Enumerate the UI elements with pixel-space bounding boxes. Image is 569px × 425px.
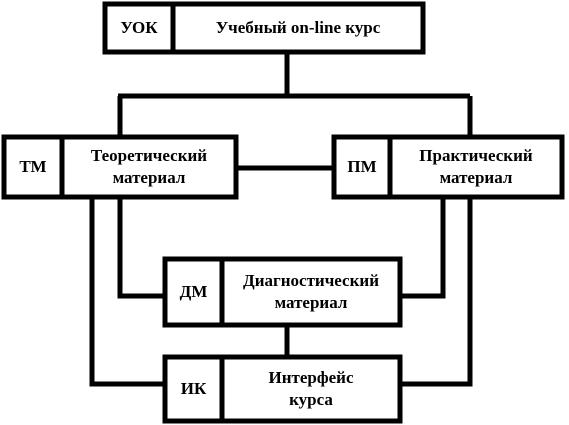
node-ik: ИК Интерфейс курса (162, 354, 403, 424)
node-uok-frame (102, 1, 426, 55)
node-tm-label-line: Теоретический (91, 146, 207, 165)
node-dm-abbr: ДМ (180, 282, 208, 301)
edge-tm-dm (117, 197, 165, 299)
edge-pm-dm (400, 197, 446, 299)
node-tm-abbr: ТМ (19, 157, 46, 176)
node-tm-frame (1, 134, 239, 200)
edge-uok-tm-pm (117, 52, 473, 137)
node-ik-abbr: ИК (181, 379, 207, 398)
node-dm: ДМ Диагностический материал (162, 256, 403, 328)
node-uok-label-line: Учебный on-line курс (216, 18, 381, 37)
node-uok: УОК Учебный on-line курс (102, 1, 426, 55)
node-pm: ПМ Практический материал (331, 134, 565, 200)
node-ik-label-line: курса (289, 390, 333, 409)
node-pm-label-line: Практический (419, 146, 533, 165)
node-dm-frame (162, 256, 403, 328)
node-dm-label-line: материал (275, 293, 348, 312)
node-pm-label-line: материал (440, 168, 513, 187)
node-pm-abbr: ПМ (347, 157, 376, 176)
edge-pm-ik (400, 197, 473, 387)
node-ik-label-line: Интерфейс (268, 368, 353, 387)
edge-tm-ik (89, 197, 165, 387)
node-tm-label-line: материал (113, 168, 186, 187)
node-ik-frame (162, 354, 403, 424)
node-dm-label-line: Диагностический (243, 271, 379, 290)
connectors (89, 52, 473, 387)
node-uok-abbr: УОК (120, 18, 158, 37)
node-tm: ТМ Теоретический материал (1, 134, 239, 200)
node-pm-frame (331, 134, 565, 200)
